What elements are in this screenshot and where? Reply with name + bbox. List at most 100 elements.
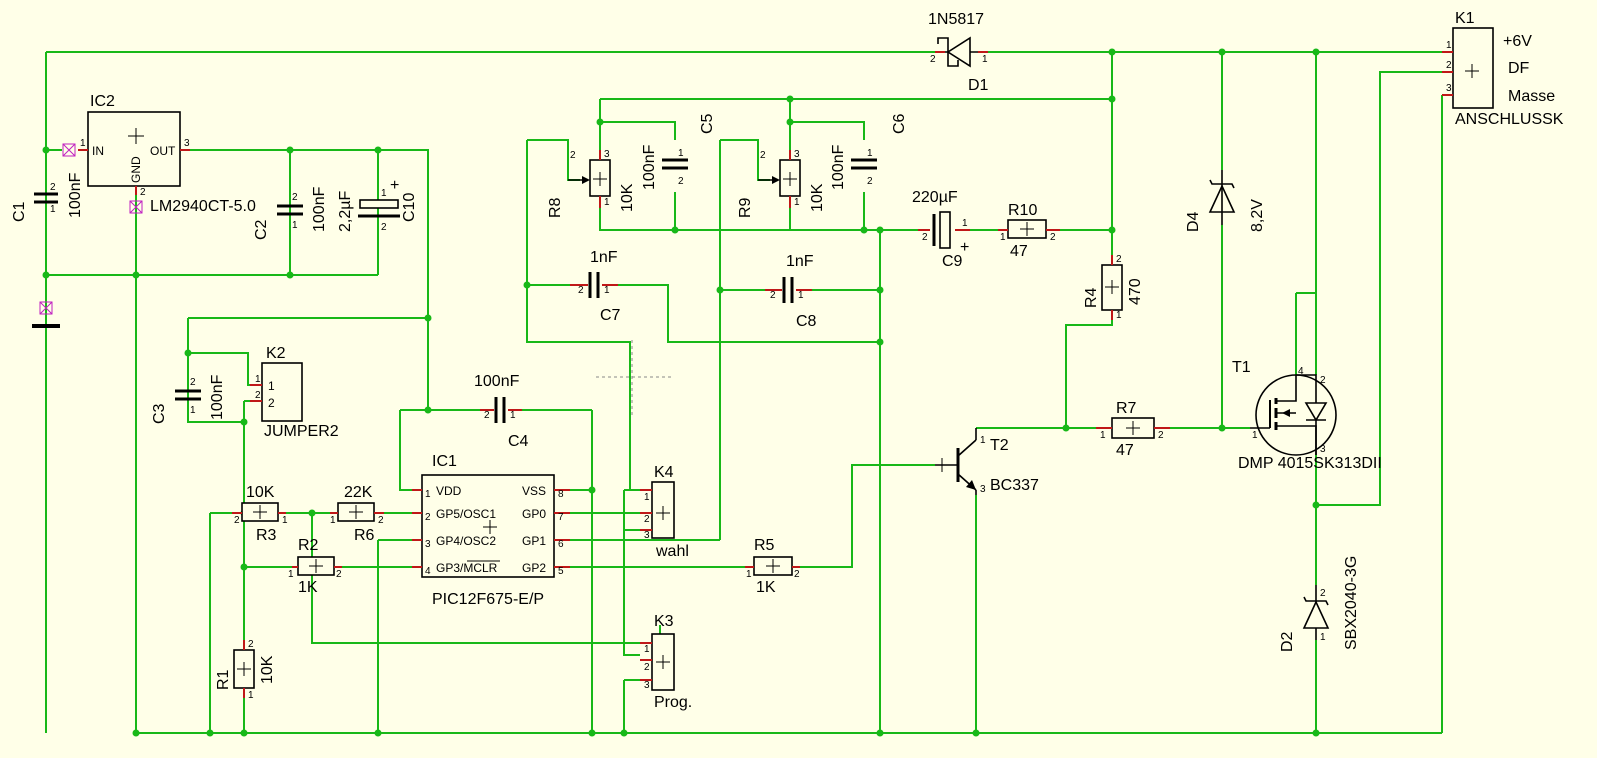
svg-text:2: 2 [570,150,576,161]
resistor-r1[interactable]: 21 R1 10K [215,639,276,701]
svg-text:1: 1 [1320,632,1326,643]
c5-value-label: 100nF [641,144,658,190]
t2-value-label: BC337 [990,477,1039,494]
ic2-value-label: LM2940CT-5.0 [150,198,256,215]
svg-text:3: 3 [794,149,800,160]
r4-name-label: R4 [1083,287,1100,308]
d2-name-label: D2 [1279,631,1296,652]
svg-text:1: 1 [980,435,986,446]
c4-value-label: 100nF [474,373,520,390]
ic1-pin-gp1: GP1 [522,534,546,548]
r10-name-label: R10 [1008,202,1037,219]
svg-text:1: 1 [1446,40,1452,51]
connector-k1[interactable]: 123 K1 +6V DF Masse ANSCHLUSSK [1442,10,1564,128]
connector-k4[interactable]: 123 K4 wahl [640,464,689,560]
c10-name-label: C10 [401,193,418,222]
svg-text:2: 2 [678,176,684,187]
t1-value-label: DMP 4015SK313DII [1238,455,1382,472]
r3-value-label: 10K [246,484,275,501]
svg-text:8: 8 [558,489,564,500]
capacitor-c10[interactable]: 12 + 2,2µF C10 [337,177,418,233]
svg-text:2: 2 [1320,375,1326,386]
svg-text:1: 1 [425,489,431,500]
svg-text:1: 1 [190,405,196,416]
ic1-value-label: PIC12F675-E/P [432,591,544,608]
r10-value-label: 47 [1010,243,1028,260]
svg-text:1: 1 [282,515,288,526]
svg-text:1: 1 [510,410,516,421]
capacitor-c2[interactable]: 21 C2 100nF [253,186,328,240]
k1-value-label: ANSCHLUSSK [1455,111,1564,128]
svg-text:1: 1 [604,285,610,296]
d4-value-label: 8,2V [1249,199,1266,232]
svg-text:2: 2 [794,569,800,580]
d4-name-label: D4 [1185,211,1202,232]
k2-pin-2: 2 [268,396,275,410]
svg-text:2: 2 [1446,60,1452,71]
transistor-t2[interactable]: 13 T2 BC337 [935,428,1039,495]
k2-value-label: JUMPER2 [264,423,339,440]
trimmer-r9[interactable]: 312 R9 10K [737,149,826,218]
unconnected-markers [32,143,143,328]
k2-pin-1: 1 [268,379,275,393]
svg-text:1: 1 [381,188,387,199]
svg-text:3: 3 [980,484,986,495]
ic1-pin-vss: VSS [522,484,546,498]
ic1-pin-vdd: VDD [436,484,462,498]
svg-text:1: 1 [330,515,336,526]
r9-value-label: 10K [809,183,826,212]
r5-value-label: 1K [756,579,776,596]
capacitor-c9[interactable]: 21 + 220µF C9 [912,189,970,270]
svg-text:2: 2 [381,222,387,233]
svg-text:1: 1 [1252,430,1258,441]
ic2-pin-in: IN [92,144,104,158]
svg-text:1: 1 [982,54,988,65]
c1-name-label: C1 [11,201,28,222]
capacitor-c1[interactable]: 21 C1 100nF [11,172,84,222]
svg-text:2: 2 [292,192,298,203]
cursor-crosshair [596,340,672,415]
svg-text:2: 2 [248,639,254,650]
capacitor-c3[interactable]: 21 C3 100nF [151,374,226,424]
c9-value-label: 220µF [912,189,958,206]
c7-value-label: 1nF [590,249,618,266]
c7-name-label: C7 [600,307,621,324]
jumper-k2[interactable]: 1 2 12 K2 JUMPER2 [250,345,339,440]
k3-value-label: Prog. [654,694,692,711]
ic2-pin-gnd: GND [129,156,143,183]
ic1-pin-gp2: GP2 [522,561,546,575]
r3-name-label: R3 [256,527,277,544]
svg-text:2: 2 [1116,254,1122,265]
schottky-d2[interactable]: 21 D2 SBX2040-3G [1279,556,1360,652]
trimmer-r8[interactable]: 312 R8 10K [547,149,636,218]
svg-text:2: 2 [1050,232,1056,243]
svg-text:2: 2 [140,187,146,198]
connector-k3[interactable]: 123 K3 Prog. [640,613,692,711]
svg-text:2: 2 [234,515,240,526]
capacitor-c6[interactable]: 12 100nF C6 [830,113,908,190]
svg-text:2: 2 [190,377,196,388]
ic1-pin-gp5: GP5/OSC1 [436,507,496,521]
resistor-r4[interactable]: 21 R4 470 [1083,254,1144,321]
capacitor-c5[interactable]: 12 100nF C5 [641,113,716,190]
svg-text:1: 1 [1100,430,1106,441]
svg-text:2: 2 [50,182,56,193]
svg-text:2: 2 [770,290,776,301]
svg-text:2: 2 [336,569,342,580]
svg-text:1: 1 [1116,310,1122,321]
resistor-r3[interactable]: 2 1 10K R3 [232,484,288,544]
zener-d4[interactable]: D4 8,2V [1185,170,1266,232]
svg-text:+: + [390,177,399,194]
